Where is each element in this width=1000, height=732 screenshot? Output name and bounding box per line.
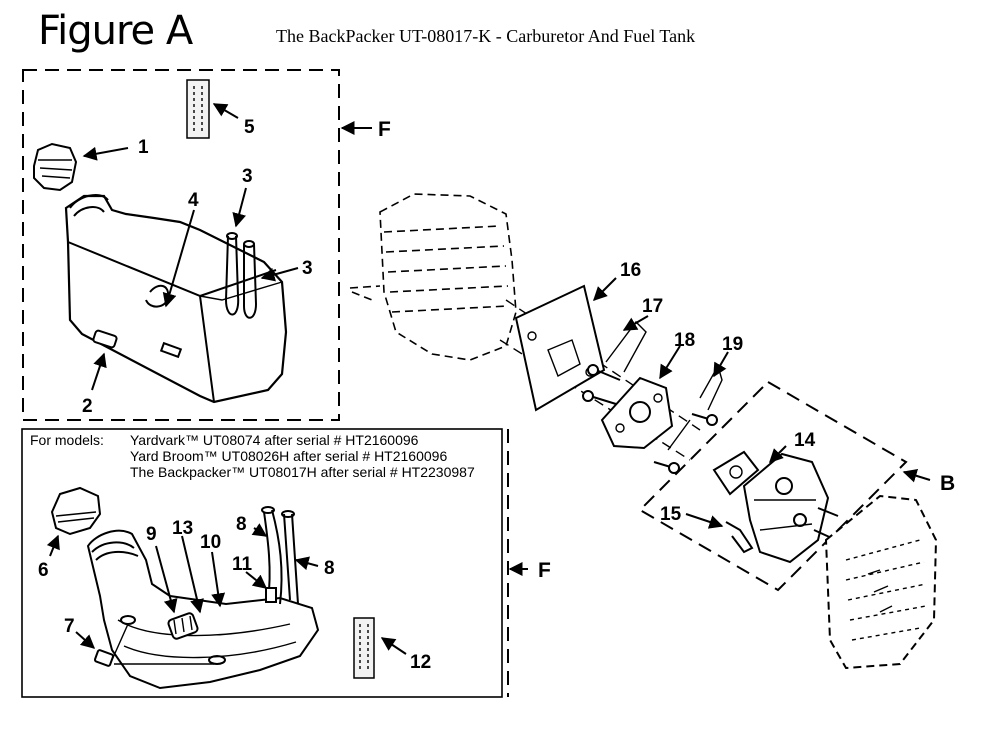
group-f-bottom-label: F — [538, 559, 551, 582]
callout-6-arrow — [46, 534, 60, 557]
callout-4: 4 — [188, 190, 199, 211]
callout-4-arrow — [162, 209, 195, 308]
carburetor-gasket-part-14 — [712, 450, 760, 496]
models-note-prefix: For models: — [30, 432, 104, 448]
callout-13-arrow — [181, 535, 204, 614]
callout-8a-arrow — [251, 523, 268, 537]
callout-9-arrow — [155, 545, 178, 614]
model-line-backpacker: The Backpacker™ UT08017H after serial # … — [130, 464, 475, 480]
fuel-filter-part-12 — [353, 617, 375, 679]
fuel-cap-part-6 — [50, 486, 102, 536]
callout-12: 12 — [410, 652, 431, 673]
model-line-yardvark: Yardvark™ UT08074 after serial # HT21600… — [130, 432, 419, 448]
callout-10-arrow — [211, 551, 226, 608]
grommet-part-7 — [93, 649, 115, 667]
callout-18: 18 — [674, 330, 695, 351]
callout-18-arrow — [659, 345, 681, 380]
grommet-part-2 — [92, 329, 118, 349]
callout-16: 16 — [620, 260, 641, 281]
callout-19-arrow — [713, 351, 729, 378]
callout-1: 1 — [138, 137, 149, 158]
models-box-frame — [21, 428, 503, 698]
callout-3b-arrow — [260, 267, 299, 282]
callout-13: 13 — [172, 518, 193, 539]
callout-2-arrow — [91, 352, 107, 391]
callout-17: 17 — [642, 296, 663, 317]
group-b-box — [638, 380, 908, 592]
group-f-top-box — [22, 69, 340, 421]
callout-15: 15 — [660, 504, 682, 525]
callout-9: 9 — [146, 524, 157, 545]
gasket-part-16 — [514, 284, 606, 412]
figure-title: Figure A — [38, 8, 193, 54]
callout-7-arrow — [75, 631, 96, 649]
callout-3a-arrow — [232, 187, 247, 228]
callout-19: 19 — [722, 334, 743, 355]
air-filter-housing — [824, 494, 938, 670]
spacer-part-18 — [600, 376, 674, 450]
fuel-lines-part-3 — [224, 232, 258, 319]
callout-5-arrow — [212, 103, 239, 119]
callout-6: 6 — [38, 560, 49, 581]
screws-part-17 — [582, 320, 647, 405]
fuel-cap-part-1 — [33, 142, 78, 192]
callout-3b: 3 — [302, 258, 313, 279]
callout-10: 10 — [200, 532, 221, 553]
callout-17-arrow — [622, 315, 649, 331]
callout-14: 14 — [794, 430, 816, 451]
callout-16-arrow — [593, 277, 617, 301]
callout-15-arrow — [685, 513, 724, 529]
callout-12-arrow — [380, 637, 407, 655]
callout-1-arrow — [82, 146, 129, 161]
callout-14-arrow — [769, 445, 787, 463]
choke-lever-part-15 — [725, 521, 754, 554]
callout-2: 2 — [82, 396, 93, 417]
callout-8b-arrow — [294, 556, 319, 571]
carburetor-body — [742, 452, 839, 564]
new-fuel-tank-group: F 6 7 9 13 10 — [21, 428, 551, 698]
diagram-subtitle: The BackPacker UT-08017-K - Carburetor A… — [276, 26, 696, 46]
callout-3a: 3 — [242, 166, 253, 187]
group-f-top-label: F — [378, 118, 391, 141]
part-7-leader — [111, 623, 214, 665]
carburetor-assembly-group: 16 17 18 19 B — [349, 193, 955, 670]
callout-8a: 8 — [236, 514, 247, 535]
group-b-label: B — [940, 472, 955, 495]
callout-5: 5 — [244, 117, 255, 138]
callout-8b: 8 — [324, 558, 335, 579]
callout-11: 11 — [232, 554, 253, 575]
fuel-filter-part-9 — [167, 612, 199, 640]
callout-11-arrow — [245, 571, 268, 589]
screws-part-19 — [653, 364, 723, 474]
fitting-part-11 — [265, 587, 277, 603]
callout-7: 7 — [64, 616, 75, 637]
model-line-yard-broom: Yard Broom™ UT08026H after serial # HT21… — [130, 448, 448, 464]
fuel-filter-part-5 — [186, 79, 210, 139]
old-fuel-tank-group: F 5 1 — [22, 69, 391, 421]
group-b-arrow — [902, 469, 931, 483]
engine-cylinder-outline — [349, 193, 517, 361]
